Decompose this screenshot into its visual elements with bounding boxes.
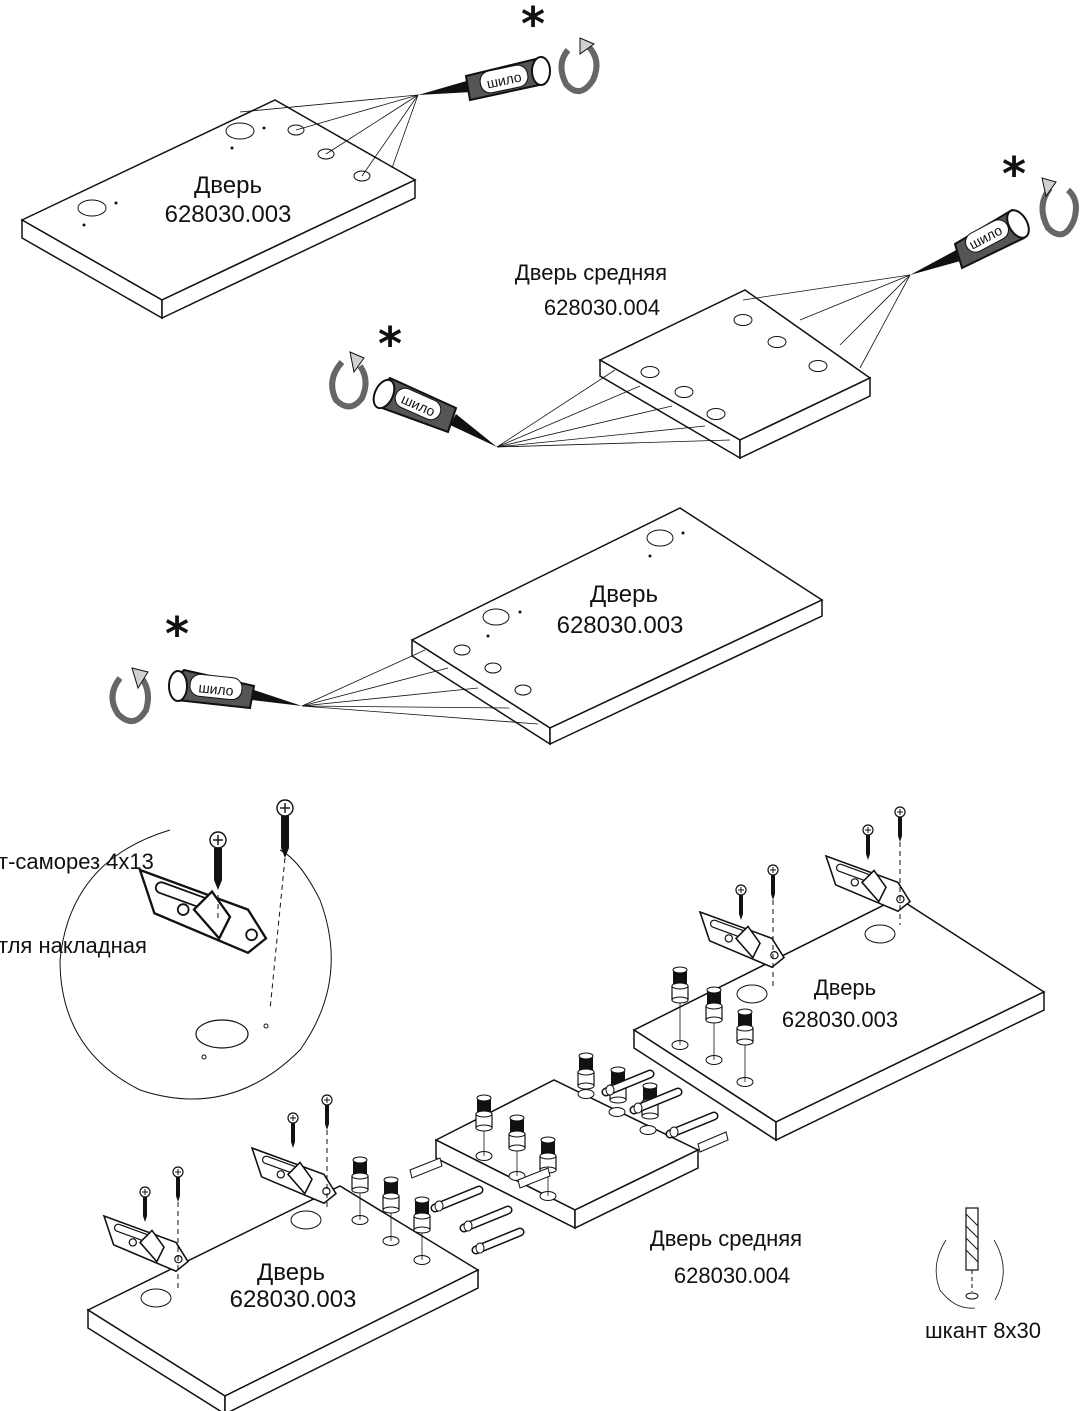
assembly-left-panel	[86, 1094, 729, 1411]
step1-panel	[20, 94, 419, 320]
step3-panel-code: 628030.003	[557, 612, 684, 639]
callout-screw-label: т-саморез 4х13	[0, 849, 154, 874]
awl-label: шило	[485, 68, 523, 91]
step3-panel-title: Дверь	[590, 581, 658, 608]
step1-panel-title: Дверь	[194, 172, 262, 199]
assembly-right-panel-code: 628030.003	[782, 1007, 898, 1032]
awl-label-step3: шило	[198, 679, 235, 699]
rotate-arrow-icon-right	[1039, 177, 1079, 238]
assembly-right-panel-title: Дверь	[814, 975, 876, 1000]
awl-icon-right	[910, 208, 1030, 275]
awl-icon-left	[372, 376, 497, 447]
awl-icon	[418, 56, 551, 102]
step3-panel	[301, 507, 824, 746]
assembly-middle-panel-title: Дверь средняя	[650, 1226, 802, 1251]
dowel-icon	[935, 1207, 1004, 1309]
rotate-arrow-icon	[558, 37, 600, 94]
hinge-detail-callout	[59, 799, 332, 1100]
callout-hinge-label: тля накладная	[0, 933, 147, 958]
step1-panel-code: 628030.003	[165, 201, 292, 228]
asterisk-mark-left: *	[378, 317, 402, 371]
rotate-arrow-icon-step3	[109, 667, 151, 724]
assembly-middle-panel	[434, 1052, 714, 1230]
assembly-middle-panel-code: 628030.004	[674, 1263, 790, 1288]
awl-icon-step3	[168, 668, 302, 710]
step2-panel-title: Дверь средняя	[515, 260, 667, 285]
asterisk-mark-step3: *	[165, 607, 189, 661]
rotate-arrow-icon-left	[329, 351, 369, 410]
dowel-label: шкант 8х30	[925, 1318, 1041, 1343]
assembly-left-panel-title: Дверь	[257, 1259, 325, 1286]
step2-panel	[496, 274, 911, 460]
assembly-left-panel-code: 628030.003	[230, 1286, 357, 1313]
step2-panel-code: 628030.004	[544, 295, 660, 320]
assembly-right-panel	[632, 806, 1046, 1142]
asterisk-mark-right: *	[1002, 147, 1026, 201]
asterisk-mark: *	[521, 0, 545, 51]
